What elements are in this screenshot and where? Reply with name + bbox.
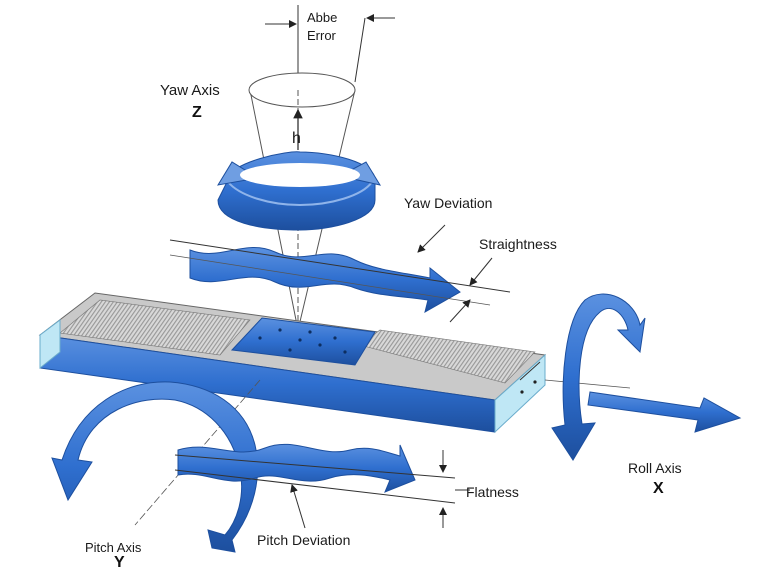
abbe-error-label-line1: Abbe — [307, 10, 338, 25]
pitch-deviation-label: Pitch Deviation — [257, 532, 351, 548]
yaw-deviation-arrow — [169, 247, 491, 314]
straightness-label: Straightness — [479, 236, 557, 252]
pitch-deviation-arrow — [177, 443, 416, 493]
pitch-axis-label: Pitch Axis — [85, 540, 142, 555]
roll-direction-arrow — [587, 391, 742, 433]
x-axis-line — [544, 379, 631, 389]
roll-axis-label: Roll Axis — [628, 460, 682, 476]
abbe-error-label-line2: Error — [307, 28, 336, 43]
pitch-axis-letter: Y — [114, 554, 125, 571]
flatness-dimension — [174, 450, 470, 528]
linear-stage — [38, 292, 547, 434]
straightness-dimension — [169, 224, 511, 323]
roll-axis-letter: X — [653, 480, 664, 497]
pitch-rotation-arrow — [51, 381, 259, 553]
roll-rotation-arrow — [551, 293, 646, 461]
yaw-deviation-label: Yaw Deviation — [404, 195, 493, 211]
pitch-deviation-pointer — [290, 484, 306, 529]
yaw-rotation-arrow — [216, 151, 382, 231]
yaw-axis-label: Yaw Axis — [160, 82, 220, 99]
flatness-label: Flatness — [466, 484, 519, 500]
yaw-axis-letter: Z — [192, 104, 202, 121]
height-label: h — [292, 130, 301, 147]
abbe-error-dimension — [265, 5, 395, 83]
